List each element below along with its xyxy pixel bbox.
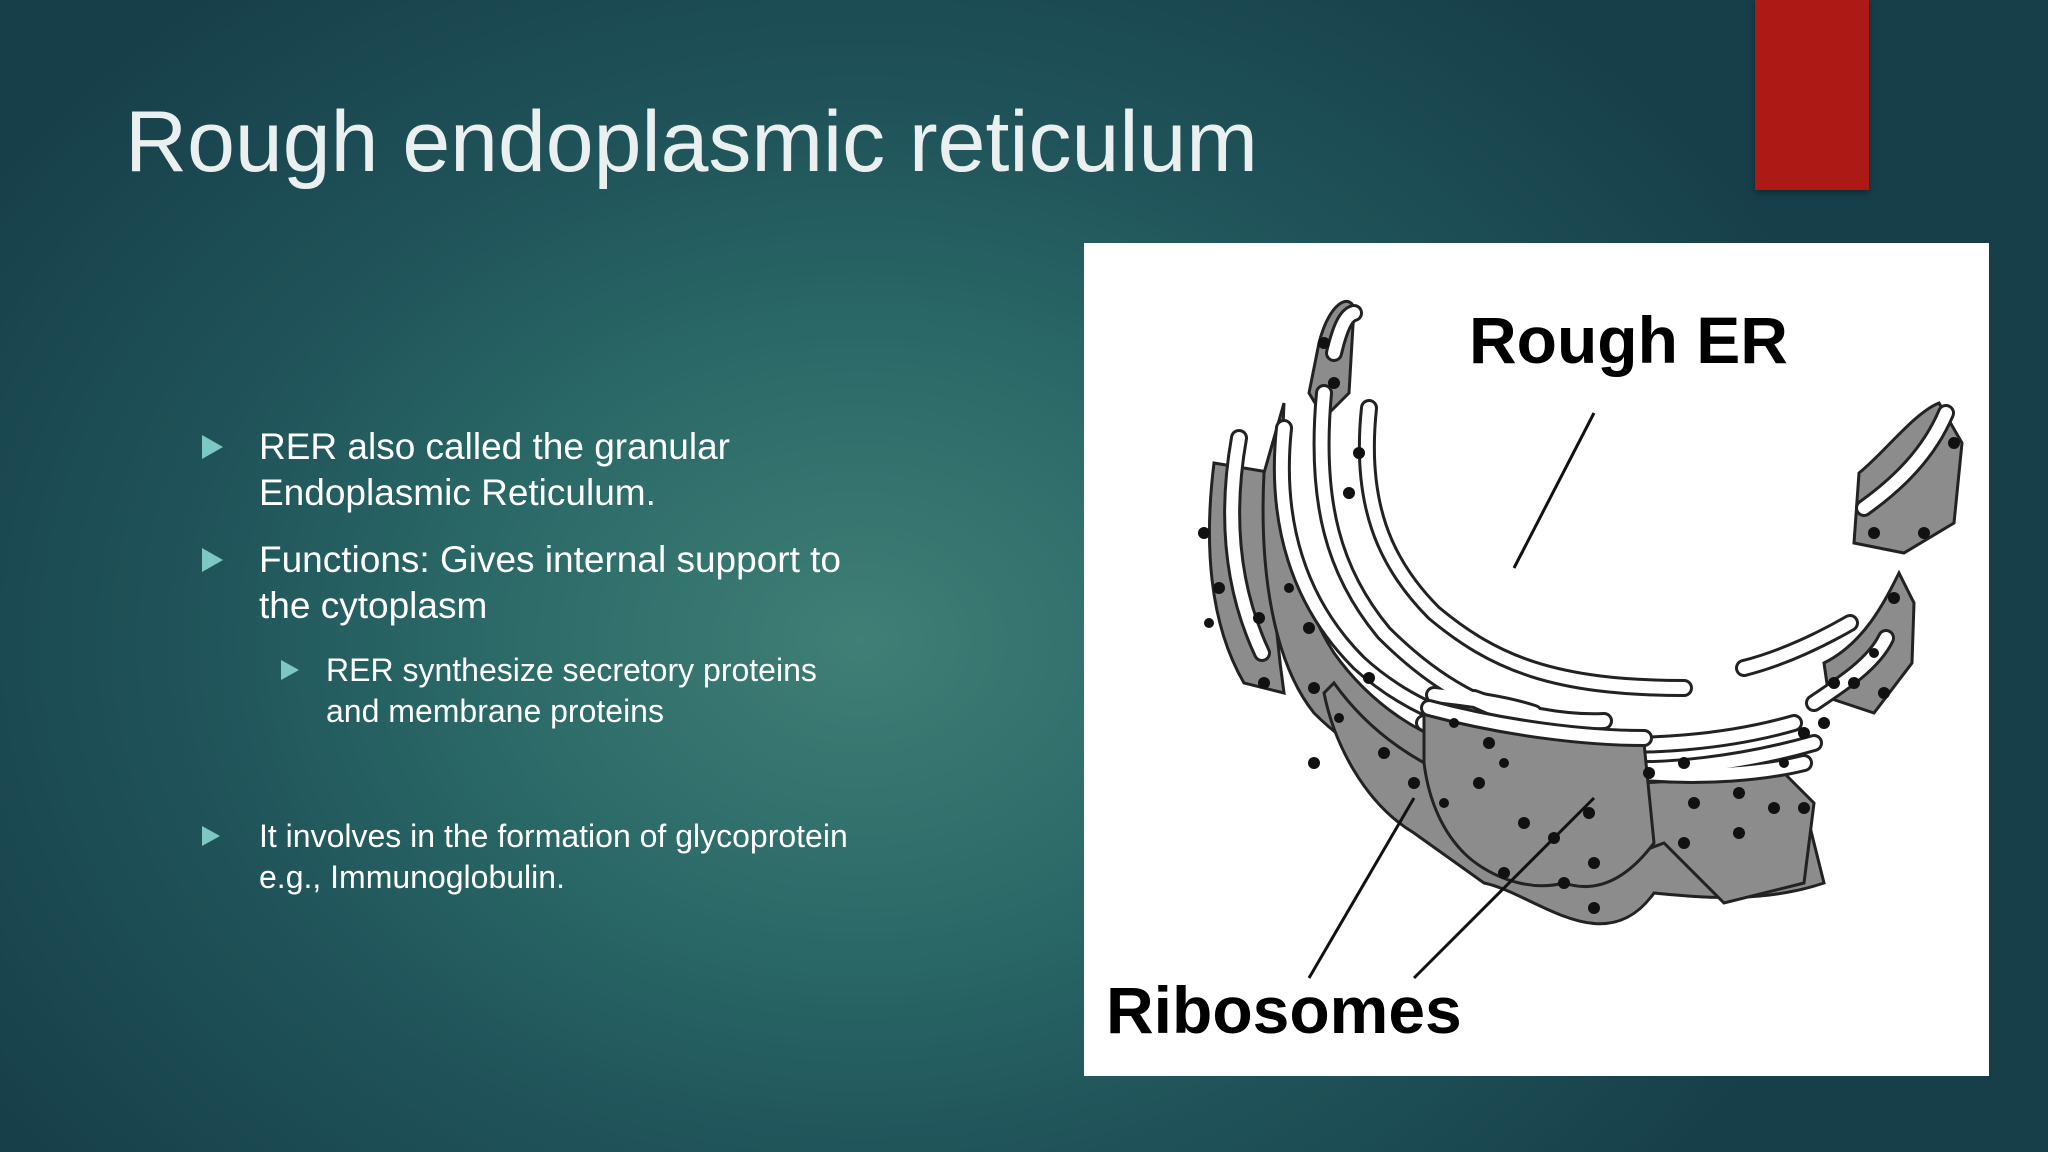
bullet-text: RER also called the granular Endoplasmic… xyxy=(259,426,730,513)
rough-er-illustration xyxy=(1198,300,1964,980)
bullet-text: It involves in the formation of glycopro… xyxy=(259,818,848,895)
rough-er-figure: Rough ER Ribosomes xyxy=(1084,243,1989,1076)
sub-bullet-item: RER synthesize secretory proteins and me… xyxy=(280,650,920,732)
bullet-item: It involves in the formation of glycopro… xyxy=(200,816,960,898)
bullet-arrow-icon xyxy=(202,435,223,459)
rough-er-pointer-line xyxy=(1512,412,1596,569)
bullet-arrow-icon xyxy=(202,548,223,572)
bullet-item: RER also called the granular Endoplasmic… xyxy=(200,424,920,516)
bullet-text: RER synthesize secretory proteins and me… xyxy=(326,652,817,729)
bullet-arrow-icon xyxy=(202,826,220,846)
ribosomes-label: Ribosomes xyxy=(1106,973,1462,1047)
ribosome-pointer-line xyxy=(1307,797,1416,979)
bullet-text: Functions: Gives internal support to the… xyxy=(259,539,842,626)
accent-tab xyxy=(1755,0,1869,190)
rough-er-label: Rough ER xyxy=(1469,303,1788,377)
slide-title: Rough endoplasmic reticulum xyxy=(125,94,1258,190)
bullet-arrow-icon xyxy=(281,660,299,680)
ribosome-pointer-line xyxy=(1412,796,1596,980)
ribosome-dots xyxy=(1198,337,1960,914)
bullet-item: Functions: Gives internal support to the… xyxy=(200,537,960,629)
